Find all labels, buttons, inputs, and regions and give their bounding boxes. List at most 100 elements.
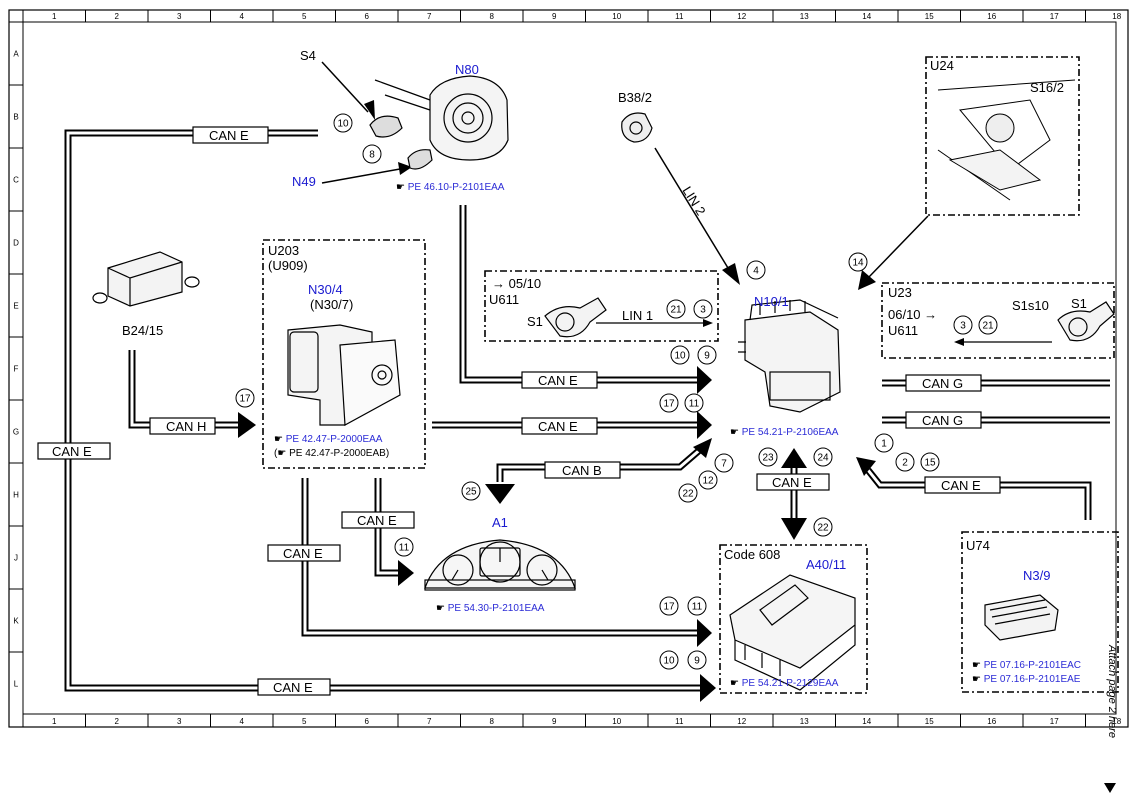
can-e-outer-bus: [64, 129, 700, 692]
label-lin1: LIN 1: [622, 308, 653, 323]
arrow-to-a1: [398, 560, 414, 586]
n49-arrow: [398, 162, 412, 175]
label-u909: (U909): [268, 258, 308, 273]
arrow-to-a40-lower: [700, 674, 716, 702]
svg-text:10: 10: [663, 656, 675, 667]
ref-a40-11: ☛ PE 54.21-P-2129EAA: [730, 678, 839, 689]
connection-bubble: 10: [333, 113, 353, 133]
grid-col-label: 9: [552, 717, 557, 726]
can-e-n30-a40-bus: [301, 478, 697, 637]
grid-row-label: K: [13, 617, 19, 626]
grid-columns: 1122334455667788991010111112121313141415…: [22, 10, 1122, 727]
can-e-label-2: CAN E: [52, 444, 92, 459]
label-u203: U203: [268, 243, 299, 258]
s1-switch-left: [544, 297, 607, 338]
grid-row-label: J: [14, 554, 18, 563]
svg-text:10: 10: [674, 351, 686, 362]
grid-col-label: 2: [115, 12, 120, 21]
grid-row-label: G: [13, 428, 19, 437]
ref-n10-1: ☛ PE 54.21-P-2106EAA: [730, 427, 839, 438]
ref-n3-9-a: ☛ PE 07.16-P-2101EAC: [972, 660, 1081, 671]
connection-bubble: 17: [235, 388, 255, 408]
label-right-variant: U611: [888, 323, 918, 338]
svg-text:11: 11: [692, 602, 703, 613]
grid-col-label: 5: [302, 12, 307, 21]
labels: S4 N80 N49 B38/2 LIN 2 U24 S16/2 U203 (U…: [52, 48, 1118, 793]
frame-border: [8, 9, 1129, 728]
grid-col-label: 11: [675, 717, 684, 726]
connection-bubble: 11: [684, 393, 704, 413]
connection-bubble: 7: [714, 453, 734, 473]
grid-col-label: 10: [612, 717, 621, 726]
label-left-date: → 05/10: [492, 276, 541, 291]
grid-row-label: B: [13, 113, 18, 122]
grid-col-label: 9: [552, 12, 557, 21]
can-e-label-3: CAN E: [538, 373, 578, 388]
connection-bubble: 11: [394, 537, 414, 557]
label-u24: U24: [930, 58, 954, 73]
label-a40-11: A40/11: [806, 557, 846, 572]
can-e-label-5: CAN E: [357, 513, 397, 528]
svg-text:9: 9: [704, 351, 710, 362]
s4-arrow: [364, 100, 375, 120]
svg-text:25: 25: [465, 487, 477, 498]
label-right-s1: S1: [1071, 296, 1087, 311]
a1-instrument-cluster: [424, 539, 576, 591]
can-e-label-4: CAN E: [538, 419, 578, 434]
u203-box: [262, 239, 426, 469]
grid-col-label: 17: [1050, 717, 1059, 726]
grid-col-label: 3: [177, 717, 182, 726]
grid-col-label: 13: [800, 717, 809, 726]
grid-col-label: 15: [925, 717, 934, 726]
grid-col-label: 6: [365, 717, 370, 726]
svg-text:22: 22: [817, 523, 829, 534]
grid-col-label: 10: [612, 12, 621, 21]
connection-bubble: 21: [666, 299, 686, 319]
side-note: Attach page 2 here: [1106, 644, 1118, 738]
svg-text:9: 9: [694, 656, 700, 667]
n3-9-ecu: [984, 594, 1059, 641]
grid-col-label: 8: [490, 12, 495, 21]
grid-col-label: 15: [925, 12, 934, 21]
can-e-label-1: CAN E: [209, 128, 249, 143]
grid-col-label: 14: [862, 717, 871, 726]
svg-text:21: 21: [982, 321, 994, 332]
svg-text:4: 4: [753, 266, 759, 277]
label-code608: Code 608: [724, 547, 780, 562]
b38-2-sensor: [621, 112, 653, 143]
grid-row-label: L: [14, 680, 19, 689]
can-e-label-8: CAN E: [772, 475, 812, 490]
grid-row-label: E: [13, 302, 18, 311]
svg-text:17: 17: [663, 399, 675, 410]
connection-bubble: 3: [953, 315, 973, 335]
can-h-bus: [128, 350, 240, 429]
lin1-arrow: [703, 319, 713, 327]
svg-text:17: 17: [663, 602, 675, 613]
connection-bubble: 25: [461, 481, 481, 501]
svg-text:14: 14: [852, 258, 864, 269]
grid-col-label: 5: [302, 717, 307, 726]
grid-col-label: 12: [737, 12, 746, 21]
grid-col-label: 18: [1112, 12, 1121, 21]
label-right-date: 06/10 →: [888, 307, 937, 322]
svg-text:22: 22: [682, 489, 694, 500]
arrow-can-b-down: [485, 484, 515, 504]
n10-1-sam-unit: [738, 299, 841, 413]
arrow-down-to-a40: [781, 518, 807, 540]
can-g-label-1: CAN G: [922, 376, 963, 391]
grid-row-label: C: [13, 176, 19, 185]
svg-text:23: 23: [762, 453, 774, 464]
label-a1: A1: [492, 515, 508, 530]
grid-col-label: 6: [365, 12, 370, 21]
n49-line: [321, 168, 401, 184]
arrow-to-a40-upper: [697, 619, 712, 647]
inner-border: [22, 21, 1117, 715]
label-s4: S4: [300, 48, 316, 63]
ref-n3-9-b: ☛ PE 07.16-P-2101EAE: [972, 674, 1081, 685]
svg-text:2: 2: [902, 458, 908, 469]
svg-text:7: 7: [721, 459, 727, 470]
label-n30-7: (N30/7): [310, 297, 353, 312]
arrow-can-b-up: [693, 438, 712, 458]
